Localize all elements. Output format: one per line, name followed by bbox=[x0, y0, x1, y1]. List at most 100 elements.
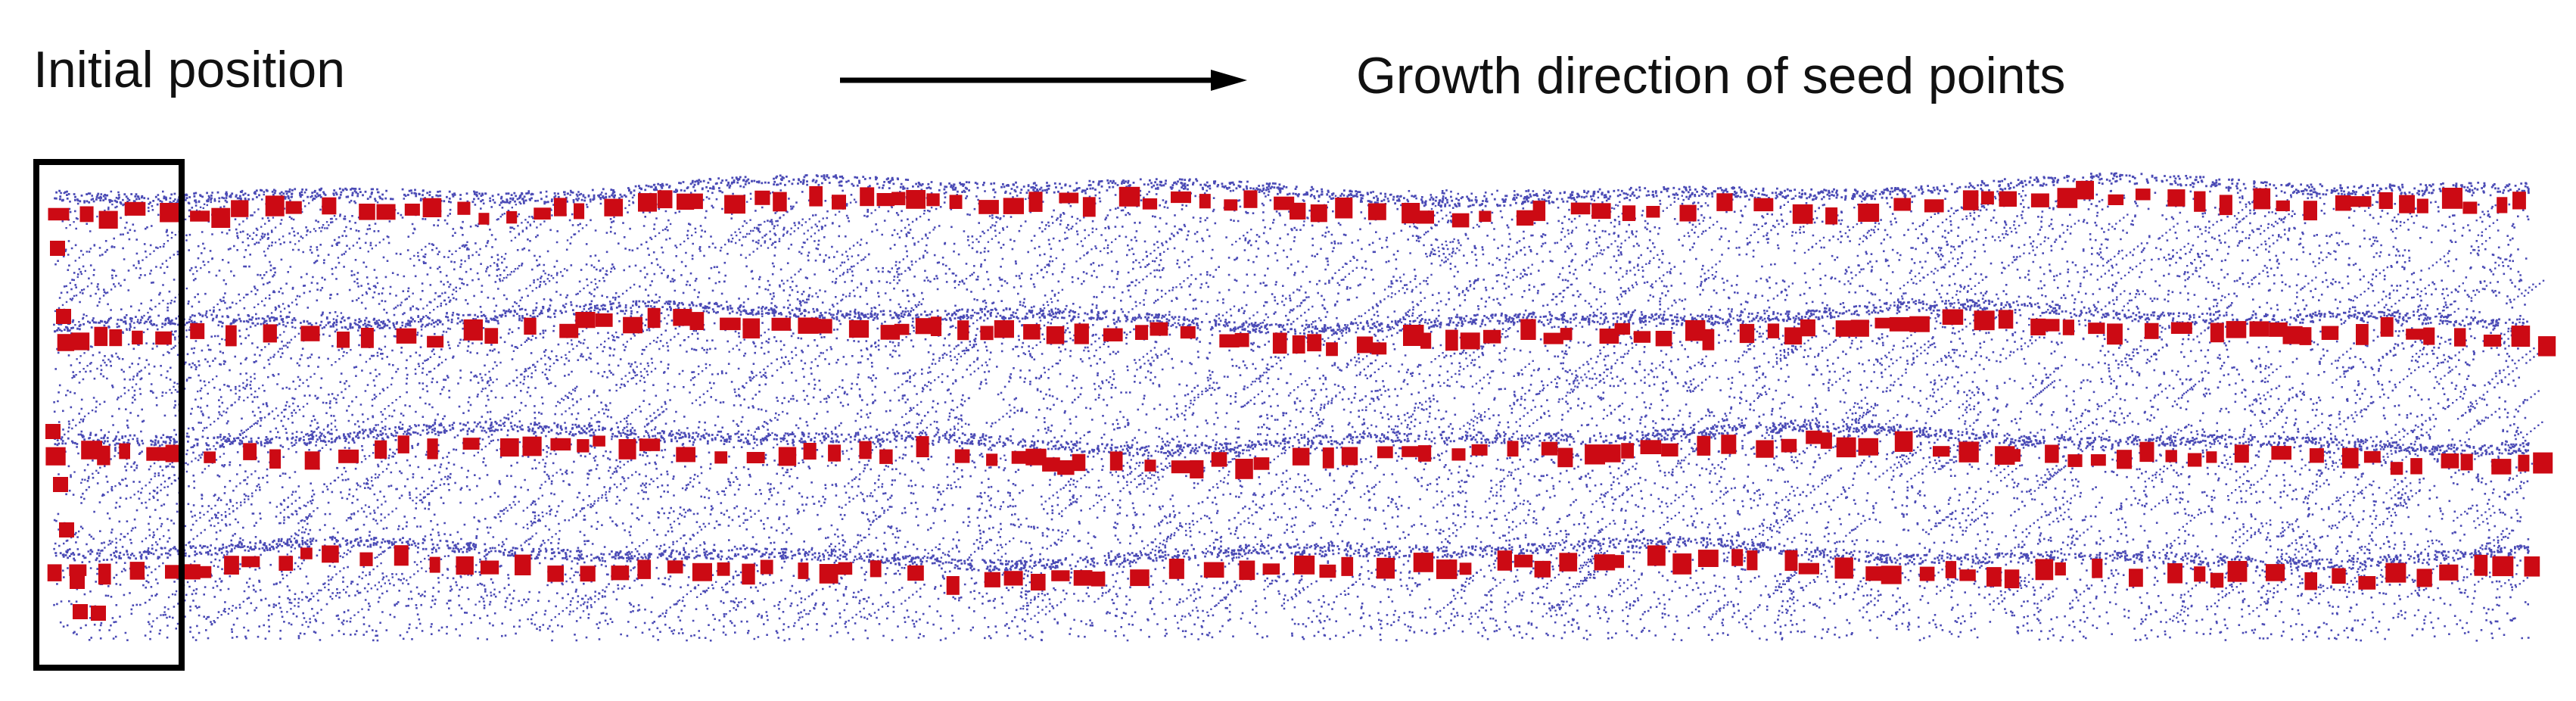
seed-point bbox=[484, 328, 499, 344]
seed-point bbox=[2474, 554, 2488, 576]
seed-point bbox=[2309, 448, 2324, 463]
seed-point bbox=[91, 606, 106, 621]
seed-point bbox=[263, 324, 277, 343]
seed-point bbox=[2234, 444, 2249, 463]
seed-point bbox=[1168, 559, 1184, 579]
seed-point bbox=[1834, 557, 1853, 579]
seed-point bbox=[1144, 460, 1156, 472]
seed-point bbox=[1171, 460, 1192, 474]
seed-point bbox=[667, 560, 683, 574]
seed-point bbox=[832, 195, 846, 210]
seed-point bbox=[2399, 195, 2415, 213]
seed-point bbox=[2055, 562, 2066, 576]
seed-point bbox=[119, 443, 130, 460]
seed-point bbox=[1335, 198, 1353, 219]
seed-point bbox=[894, 323, 910, 335]
seed-point bbox=[2135, 188, 2151, 201]
seed-point bbox=[926, 193, 940, 207]
seed-point bbox=[1376, 557, 1395, 579]
seed-point bbox=[1881, 565, 1902, 584]
seed-point bbox=[2441, 453, 2459, 469]
seed-point bbox=[322, 545, 339, 563]
seed-point bbox=[1180, 326, 1196, 339]
seed-point bbox=[1781, 438, 1797, 453]
seed-point bbox=[1203, 562, 1224, 578]
seed-point bbox=[2092, 559, 2103, 578]
seed-point bbox=[1792, 204, 1813, 224]
seed-point bbox=[691, 193, 703, 210]
seed-point bbox=[2165, 450, 2177, 463]
seed-point bbox=[204, 451, 216, 463]
seed-point bbox=[1514, 554, 1533, 568]
seed-point bbox=[1909, 316, 1930, 332]
seed-point bbox=[773, 192, 787, 212]
seed-point bbox=[1784, 327, 1803, 345]
seed-point bbox=[2439, 564, 2459, 581]
seed-point bbox=[803, 443, 817, 460]
seed-point bbox=[243, 443, 257, 460]
seed-point bbox=[1371, 342, 1387, 355]
seed-point bbox=[1059, 192, 1079, 204]
seed-point bbox=[98, 210, 118, 229]
seed-point bbox=[79, 206, 94, 223]
seed-point bbox=[604, 198, 624, 217]
seed-point bbox=[2167, 189, 2186, 207]
seed-point bbox=[1835, 320, 1856, 337]
seed-point bbox=[876, 193, 895, 207]
seed-point bbox=[771, 317, 791, 331]
seed-point bbox=[1253, 457, 1270, 470]
seed-point bbox=[45, 424, 61, 439]
seed-point bbox=[269, 449, 282, 469]
seed-point bbox=[1118, 186, 1140, 207]
seed-point bbox=[182, 564, 201, 580]
seed-point bbox=[1858, 204, 1880, 222]
seed-point bbox=[1377, 446, 1393, 459]
seed-point bbox=[676, 447, 695, 463]
seed-point bbox=[226, 325, 237, 347]
seed-point bbox=[396, 328, 417, 344]
seed-point bbox=[2249, 321, 2269, 337]
seed-point bbox=[1986, 567, 2002, 587]
seed-point bbox=[978, 200, 999, 214]
seed-point bbox=[322, 197, 337, 215]
seed-point bbox=[980, 326, 994, 341]
seed-point bbox=[994, 320, 1014, 338]
seed-point bbox=[480, 560, 499, 575]
seed-point bbox=[859, 441, 872, 460]
seed-point bbox=[2144, 322, 2159, 339]
seed-point bbox=[1290, 202, 1306, 220]
seed-point bbox=[1800, 319, 1815, 337]
seed-point bbox=[48, 207, 70, 221]
seed-point bbox=[1647, 545, 1666, 566]
seed-point bbox=[524, 317, 537, 335]
seed-point bbox=[2067, 454, 2083, 467]
seed-point bbox=[457, 201, 471, 215]
seed-point bbox=[1451, 448, 1466, 461]
seed-point bbox=[1585, 444, 1605, 465]
seed-point bbox=[647, 307, 661, 329]
seed-point bbox=[1420, 332, 1432, 349]
seed-point bbox=[916, 436, 929, 457]
seed-point bbox=[2008, 449, 2021, 462]
seed-point bbox=[94, 326, 108, 347]
seed-point bbox=[957, 320, 969, 341]
seed-point bbox=[1570, 202, 1591, 215]
seed-point bbox=[1310, 204, 1327, 223]
seed-point bbox=[2390, 462, 2403, 475]
seed-point bbox=[1103, 328, 1123, 341]
seed-point bbox=[190, 322, 205, 339]
seed-point bbox=[2282, 326, 2303, 344]
seed-point bbox=[2170, 322, 2192, 334]
seed-point bbox=[404, 204, 420, 216]
seed-point bbox=[1784, 550, 1798, 572]
seed-point bbox=[2511, 326, 2531, 347]
seed-point bbox=[1074, 323, 1089, 344]
seed-point bbox=[2271, 446, 2291, 460]
seed-point bbox=[714, 451, 728, 464]
seed-point bbox=[1756, 440, 1774, 458]
seed-point bbox=[1341, 447, 1358, 466]
initial-position-box bbox=[33, 159, 185, 671]
seed-point bbox=[2363, 450, 2381, 463]
seed-point bbox=[522, 436, 542, 456]
